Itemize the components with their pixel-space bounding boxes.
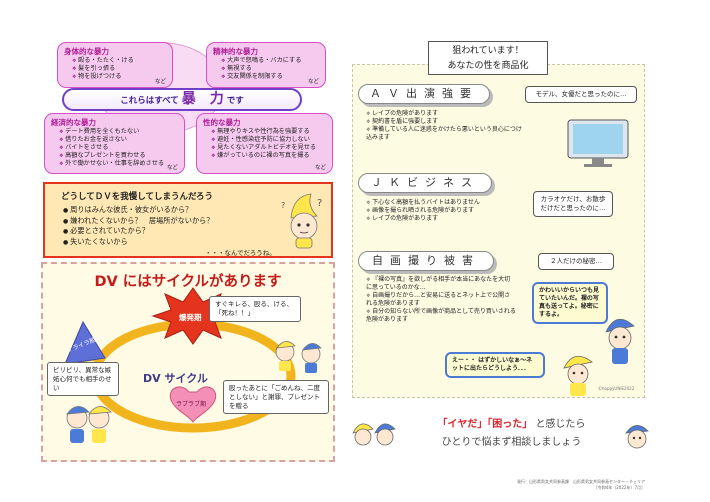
warning-heading-line2: あなたの性を商品化 <box>447 61 529 71</box>
dv-cycle-box: DV にはサイクルがあります 爆発期 イライラ期 ラブラブ期 DV サイクル す… <box>41 262 335 462</box>
warning-heading: 狙われています！ あなたの性を商品化 <box>428 41 548 75</box>
dv-reasons-ending: ・・・なんでだろうね。 <box>205 249 276 257</box>
list-item: 交友関係を制限する <box>221 73 319 81</box>
tension-bubble: ピリピリ、異常な嫉妬心何でも相手のせい <box>47 362 119 397</box>
list-item: 嫌がっているのに裸の写真を撮る <box>211 152 326 160</box>
list-item: 外で働かせない・仕事を辞めさせる <box>59 160 178 168</box>
honeymoon-phase-label: ラブラブ期 <box>176 401 207 408</box>
explosion-bubble: すぐキレる、殴る、ける、「死ね！！」 <box>209 296 301 322</box>
cta-line1: 「イヤだ」「困った」 と感じたら <box>398 415 625 430</box>
all-are-violence-banner: これらはすべて 暴 力 です <box>62 88 302 111</box>
list-item: 殴る・たたく・ける <box>72 57 166 65</box>
list-item: 大声で怒鳴る・バカにする <box>221 57 319 65</box>
physical-violence-box: 身体的な暴力 殴る・たたく・ける 髪を引っ張る 物を投げつける など <box>57 42 173 88</box>
illustration-credit: ©hoppyUNIE2022 <box>598 386 635 391</box>
mental-title: 精神的な暴力 <box>213 47 258 56</box>
cycle-center-label: DV サイクル <box>143 372 208 385</box>
list-item: 準備している人に迷惑をかけたら悪いという良心につけ込みます <box>366 126 526 142</box>
selfie-request-bubble: かわいいからいつも見ていたいんだ。裸の写真も送ってよ。秘密にするよ。 <box>532 282 608 325</box>
dv-reasons-box: どうしてＤＶを我慢してしまうんだろう 周りはみんな彼氏・彼女がいるから？ 嫌われ… <box>43 182 333 258</box>
consultation-call-to-action: 「イヤだ」「困った」 と感じたら ひとりで悩まず相談しましょう <box>398 415 625 457</box>
list-item: 高額なプレゼントを買わせる <box>59 152 178 160</box>
fighting-couple-icon <box>275 341 322 373</box>
list-item: 画像を撮られ晒される危険があります <box>366 207 516 215</box>
list-item: レイプの危険があります <box>366 110 526 118</box>
av-speech-bubble: モデル、女優だと思ったのに… <box>525 86 637 104</box>
thinking-character-icon: ? ? <box>281 193 322 249</box>
list-item: 『裸の写真』を欲しがる相手が本当にあなたを大切に思っているのかな… <box>366 276 516 292</box>
av-coercion-label: ＡＶ出演強要 <box>358 84 490 104</box>
character-right-icon <box>625 425 649 449</box>
economic-violence-box: 経済的な暴力 デート費用を全くもたない 借りたお金を返さない バイトをさせる 高… <box>44 113 185 174</box>
cta-quote-2: 「困った」 <box>487 419 533 430</box>
cta-quote-1: 「イヤだ」 <box>437 419 488 430</box>
explosion-phase-label: 爆発期 <box>179 313 202 322</box>
list-item: デート費用を全くもたない <box>59 128 178 136</box>
etc-label: など <box>314 165 326 171</box>
banner-pre: これらはすべて <box>120 96 179 106</box>
cta-line2: ひとりで悩まず相談しましょう <box>441 437 582 448</box>
physical-title: 身体的な暴力 <box>64 47 109 56</box>
economic-title: 経済的な暴力 <box>51 118 96 127</box>
av-coercion-list: レイプの危険があります 契約書を盾に強要します 準備している人に迷惑をかけたら悪… <box>366 110 526 142</box>
publisher-footer: 発行：山形県男女共同参画課 山形県男女共同参画センター・チェリア ［令和4年（2… <box>460 479 645 491</box>
list-item: 見たくないアダルトビデオを見せる <box>211 144 326 152</box>
mental-list: 大声で怒鳴る・バカにする 無視する 交友関係を制限する <box>221 57 319 81</box>
banner-big: 暴 力 <box>181 91 224 107</box>
monitor-icon <box>567 119 629 167</box>
selfie-speech-bubble: ２人だけの秘密… <box>538 253 614 271</box>
couple-icon <box>66 406 112 443</box>
jk-speech-bubble: カラオケだけ、お散歩だけだと思ったのに… <box>533 191 613 218</box>
list-item: 自画撮りだから…と安易に送るとネット上で公開される危険があります <box>366 292 516 308</box>
list-item: 無理やりキスや性行為を強要する <box>211 128 326 136</box>
list-item: 無視する <box>221 65 319 73</box>
list-item: 自分の知らない所で画像が商品として売り買いされる危険があります <box>366 308 516 324</box>
footer-line2: ［令和4年（2022年）7月］ <box>593 485 645 490</box>
etc-label: など <box>307 79 319 85</box>
list-item: 失いたくないから <box>63 237 214 248</box>
etc-label: など <box>166 165 178 171</box>
sexual-violence-box: 性的な暴力 無理やりキスや性行為を強要する 避妊・性感染症予防に協力しない 見た… <box>196 113 333 174</box>
list-item: レイプの危険があります <box>366 215 516 223</box>
jk-business-list: 下心なく高額を払うバイトはありません 画像を撮られ晒される危険があります レイプ… <box>366 199 516 223</box>
etc-label: など <box>154 79 166 85</box>
jk-business-label: ＪＫビジネス <box>358 173 492 193</box>
svg-text:?: ? <box>281 201 285 210</box>
cta-line1-post: と感じたら <box>535 419 586 430</box>
list-item: 契約書を盾に強要します <box>366 118 526 126</box>
list-item: バイトをさせる <box>59 144 178 152</box>
honeymoon-bubble: 殴ったあとに「ごめんね、二度としない」と謝罪、プレゼントを贈る <box>223 380 329 415</box>
dv-reasons-title: どうしてＤＶを我慢してしまうんだろう <box>61 192 213 202</box>
svg-text:?: ? <box>317 198 322 209</box>
cycle-title: DV にはサイクルがあります <box>94 274 282 290</box>
selfie-victim-label: 自画撮り被害 <box>358 251 494 271</box>
list-item: 避妊・性感染症予防に協力しない <box>211 136 326 144</box>
physical-list: 殴る・たたく・ける 髪を引っ張る 物を投げつける <box>72 57 166 81</box>
economic-list: デート費用を全くもたない 借りたお金を返さない バイトをさせる 高額なプレゼント… <box>59 128 178 168</box>
list-item: 下心なく高額を払うバイトはありません <box>366 199 516 207</box>
banner-post: です <box>226 96 244 106</box>
selfie-victim-list: 『裸の写真』を欲しがる相手が本当にあなたを大切に思っているのかな… 自画撮りだか… <box>366 276 516 323</box>
sexual-title: 性的な暴力 <box>203 118 241 127</box>
girl-character-icon <box>563 355 593 396</box>
list-item: 髪を引っ張る <box>72 65 166 73</box>
characters-left-icon <box>352 423 396 446</box>
warning-heading-line1: 狙われています！ <box>452 46 524 56</box>
list-item: 嫌われたくないから？ 居場所がないから？ <box>63 216 213 227</box>
list-item: 周りはみんな彼氏・彼女がいるから？ <box>63 205 214 216</box>
dv-reasons-list: 周りはみんな彼氏・彼女がいるから？ 嫌われたくないから？ 居場所がないから？ 必… <box>63 205 214 248</box>
footer-line1: 発行：山形県男女共同参画課 山形県男女共同参画センター・チェリア <box>517 479 645 484</box>
boy-character-icon <box>605 318 635 364</box>
selfie-worry-bubble: えー・・ はずかしいなぁ～ネットに出たらどうしよう．．． <box>445 352 545 379</box>
list-item: 物を投げつける <box>72 73 166 81</box>
mental-violence-box: 精神的な暴力 大声で怒鳴る・バカにする 無視する 交友関係を制限する など <box>206 42 326 88</box>
sexual-list: 無理やりキスや性行為を強要する 避妊・性感染症予防に協力しない 見たくないアダル… <box>211 128 326 160</box>
list-item: 必要とされていたから？ <box>63 226 214 237</box>
list-item: 借りたお金を返さない <box>59 136 178 144</box>
